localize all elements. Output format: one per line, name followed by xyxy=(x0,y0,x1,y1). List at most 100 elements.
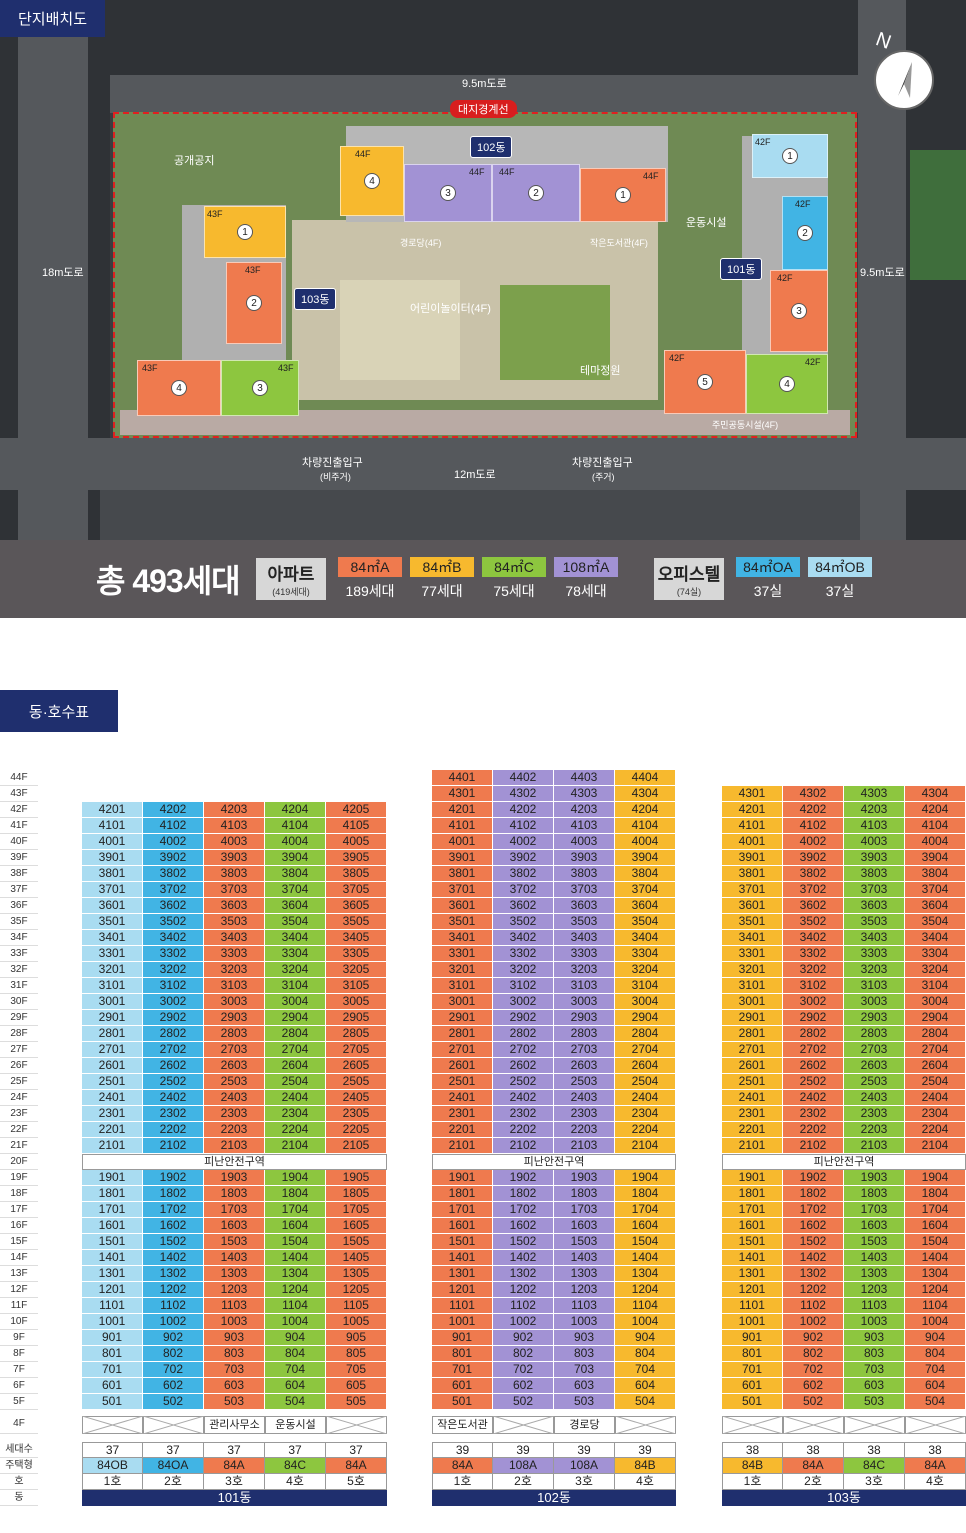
unit-cell: 1001 xyxy=(82,1314,143,1330)
unit-cell: 1601 xyxy=(82,1218,143,1234)
unit-cell: 3204 xyxy=(265,962,326,978)
entrance-2-label: 차량진출입구 xyxy=(572,457,633,469)
unit-cell: 3703 xyxy=(204,882,265,898)
unit-cell: 2504 xyxy=(905,1074,966,1090)
unit-cell: 3704 xyxy=(265,882,326,898)
unit-cell: 2203 xyxy=(844,1122,905,1138)
unit-cell: 1601 xyxy=(432,1218,493,1234)
unit-cell: 2302 xyxy=(493,1106,554,1122)
unit-cell: 3803 xyxy=(554,866,615,882)
unit-cell: 1302 xyxy=(493,1266,554,1282)
footer-row-label: 호 xyxy=(0,1474,38,1490)
floor-label: 33F xyxy=(0,946,38,962)
unit-cell: 901 xyxy=(432,1330,493,1346)
unit-cell: 1504 xyxy=(905,1234,966,1250)
unit-cell: 2904 xyxy=(265,1010,326,1026)
unit-cell: 1001 xyxy=(722,1314,783,1330)
unit-cell: 3304 xyxy=(905,946,966,962)
unit-cell: 2501 xyxy=(432,1074,493,1090)
road-bottom-label: 12m도로 xyxy=(454,469,496,481)
unit-cell: 2601 xyxy=(432,1058,493,1074)
unit-cell: 1103 xyxy=(204,1298,265,1314)
unit-cell: 3003 xyxy=(204,994,265,1010)
unit-cell: 1101 xyxy=(82,1298,143,1314)
unit-cell: 3303 xyxy=(554,946,615,962)
unit-cell: 2404 xyxy=(615,1090,676,1106)
unit-cell: 803 xyxy=(844,1346,905,1362)
footer-cell: 2호 xyxy=(493,1474,554,1490)
unit-cell: 3605 xyxy=(326,898,387,914)
unit-cell: 1804 xyxy=(265,1186,326,1202)
unit-cell: 4105 xyxy=(326,818,387,834)
unit-cell: 4404 xyxy=(615,770,676,786)
unit-cell: 3003 xyxy=(844,994,905,1010)
unit-cell: 601 xyxy=(432,1378,493,1394)
unit-cell: 2503 xyxy=(554,1074,615,1090)
unit-cell: 802 xyxy=(143,1346,204,1362)
unit-number: 5 xyxy=(697,374,713,390)
unit-cell: 3202 xyxy=(783,962,844,978)
unit-cell: 805 xyxy=(326,1346,387,1362)
unit-cell: 904 xyxy=(905,1330,966,1346)
floor-label: 42F xyxy=(795,199,811,209)
unit-cell: 1102 xyxy=(493,1298,554,1314)
unit-cell: 3102 xyxy=(783,978,844,994)
unit-cell: 2503 xyxy=(844,1074,905,1090)
unit-cell: 2402 xyxy=(493,1090,554,1106)
unit-cell: 2104 xyxy=(615,1138,676,1154)
unit-number: 1 xyxy=(237,224,253,240)
footer-cell: 37 xyxy=(204,1442,265,1458)
unit-cell: 502 xyxy=(493,1394,554,1410)
floor-label: 7F xyxy=(0,1362,38,1378)
unit-cell: 1901 xyxy=(82,1170,143,1186)
floor-label: 41F xyxy=(0,818,38,834)
unit-cell: 1204 xyxy=(265,1282,326,1298)
unit-cell: 2504 xyxy=(615,1074,676,1090)
unit-cell: 2603 xyxy=(554,1058,615,1074)
unit-cell: 1204 xyxy=(615,1282,676,1298)
unit-cell: 1501 xyxy=(722,1234,783,1250)
unit-cell: 1504 xyxy=(615,1234,676,1250)
unit-cell: 1104 xyxy=(615,1298,676,1314)
unit-cell: 3302 xyxy=(143,946,204,962)
unit-cell: 3301 xyxy=(82,946,143,962)
unit-cell: 2605 xyxy=(326,1058,387,1074)
unit-cell: 4101 xyxy=(82,818,143,834)
legend-swatch: 84㎡OA xyxy=(736,557,800,577)
entrance-1-label: 차량진출입구 xyxy=(302,457,363,469)
unit-number: 3 xyxy=(440,185,456,201)
unit-cell: 1204 xyxy=(905,1282,966,1298)
unit-cell: 4103 xyxy=(554,818,615,834)
unit-cell: 2404 xyxy=(905,1090,966,1106)
unit-cell: 2603 xyxy=(204,1058,265,1074)
unit-cell: 3004 xyxy=(615,994,676,1010)
unit-cell: 1602 xyxy=(493,1218,554,1234)
unit-cell: 2704 xyxy=(265,1042,326,1058)
footer-cell: 37 xyxy=(82,1442,143,1458)
entrance-1-sub: (비주거) xyxy=(320,472,351,482)
unit-cell: 1005 xyxy=(326,1314,387,1330)
unit-cell: 3202 xyxy=(143,962,204,978)
unit-cell: 2601 xyxy=(82,1058,143,1074)
unit-cell: 3501 xyxy=(82,914,143,930)
unit-cell: 3702 xyxy=(493,882,554,898)
unit-cell: 2801 xyxy=(432,1026,493,1042)
floor-label: 17F xyxy=(0,1202,38,1218)
unit-cell: 703 xyxy=(204,1362,265,1378)
unit-cell: 2702 xyxy=(783,1042,844,1058)
footer-cell: 84A xyxy=(326,1458,387,1474)
unit-cell: 3201 xyxy=(722,962,783,978)
floor-label: 42F xyxy=(755,137,771,147)
unit-cell: 3001 xyxy=(432,994,493,1010)
unit-cell: 2803 xyxy=(554,1026,615,1042)
unit-cell: 3403 xyxy=(204,930,265,946)
unit-cell: 2904 xyxy=(905,1010,966,1026)
unit-cell: 1801 xyxy=(432,1186,493,1202)
unit-number: 4 xyxy=(364,173,380,189)
unit-cell: 4001 xyxy=(432,834,493,850)
unit-cell: 1401 xyxy=(82,1250,143,1266)
floor-label: 13F xyxy=(0,1266,38,1282)
